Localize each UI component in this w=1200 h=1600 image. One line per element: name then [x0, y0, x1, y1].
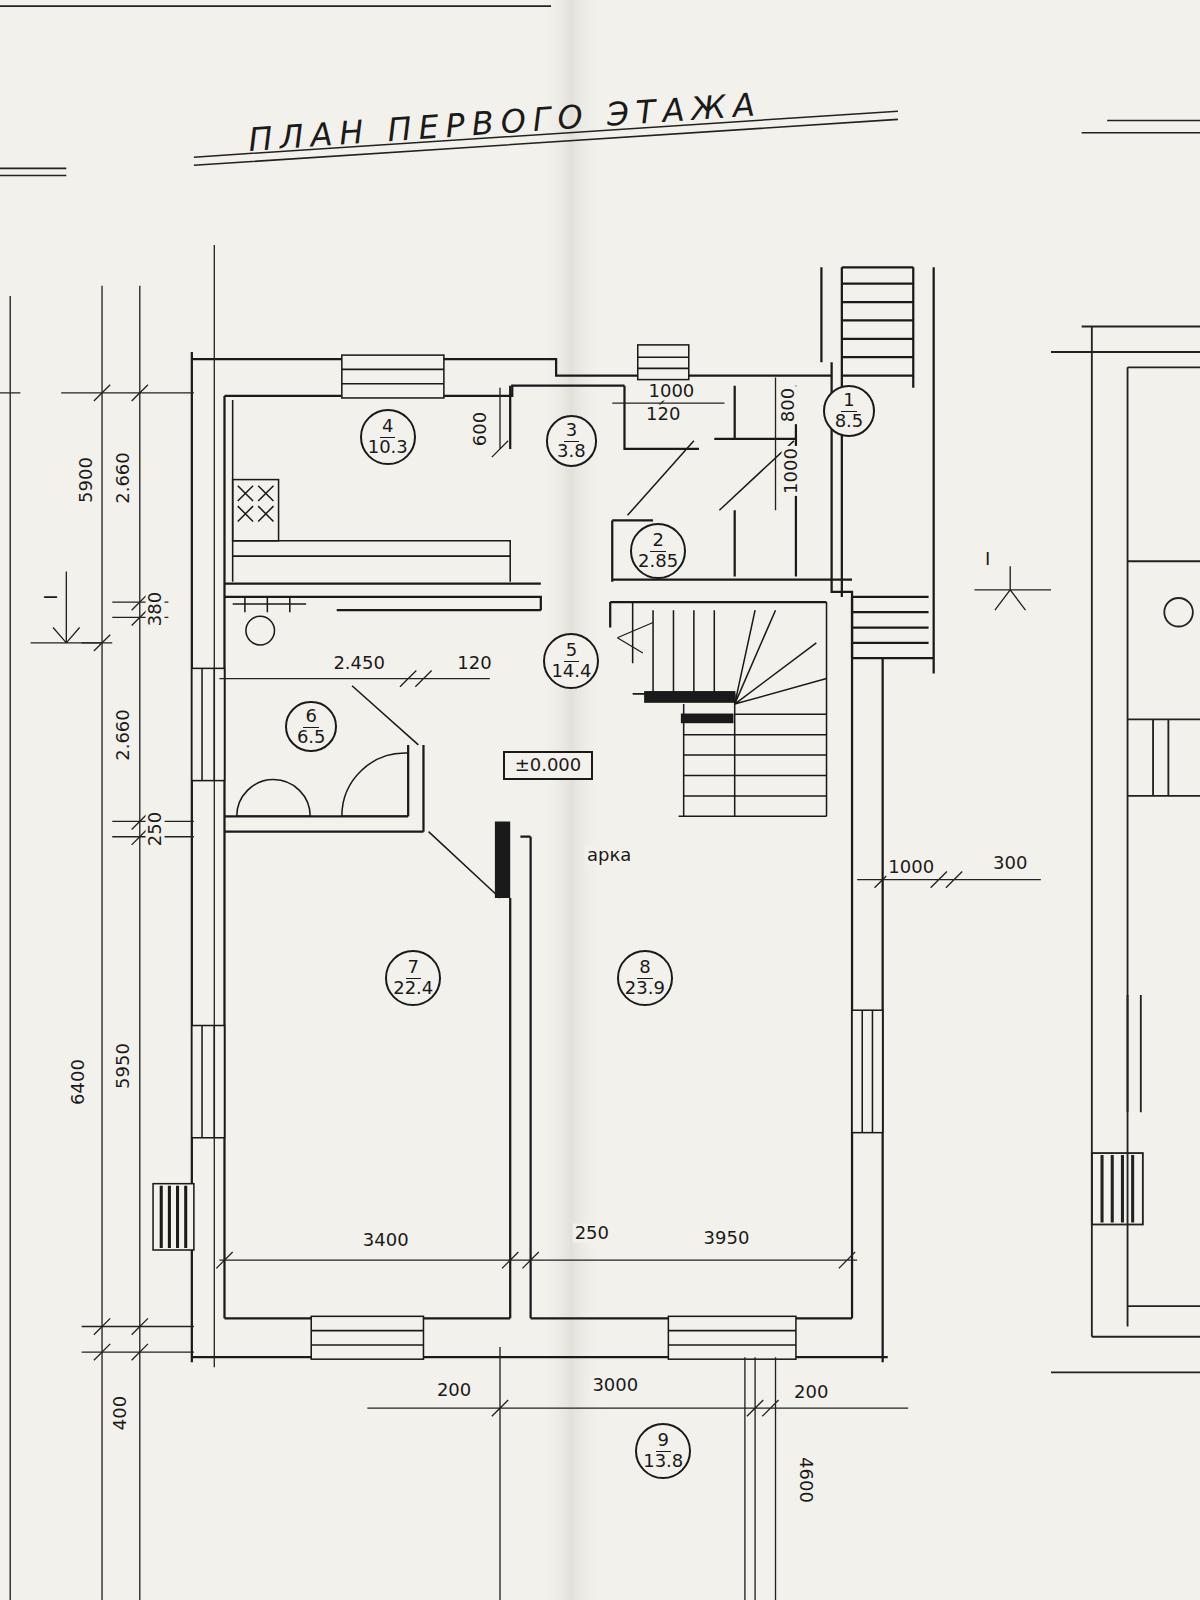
fixtures — [233, 400, 827, 898]
room-number-circle: 18.5 — [823, 385, 875, 437]
room-number-circle: 22.85 — [630, 523, 686, 579]
room-area: 23.9 — [625, 979, 665, 998]
room-area: 6.5 — [297, 728, 326, 747]
room-area: 14.4 — [551, 662, 591, 681]
plan-note: I — [42, 592, 61, 601]
room-number: 7 — [406, 958, 421, 979]
windows — [153, 345, 883, 1359]
room-number-circle: 823.9 — [617, 950, 673, 1006]
dimension-label: 4600 — [797, 1455, 816, 1505]
paper-fold — [541, 0, 602, 1600]
dimension-label: 200 — [792, 1382, 830, 1401]
dimension-label: 1000 — [781, 447, 800, 497]
room-number: 1 — [841, 391, 856, 412]
room-number: 4 — [380, 417, 395, 438]
room-number: 9 — [656, 1431, 671, 1452]
dimension-label: 800 — [778, 386, 797, 424]
room-area: 8.5 — [835, 412, 864, 431]
dimension-label: 2.450 — [331, 654, 387, 673]
room-area: 2.85 — [638, 552, 678, 571]
room-number-circle: 66.5 — [285, 701, 337, 753]
room-number: 5 — [564, 641, 579, 662]
room-number-circle: 33.8 — [546, 415, 598, 467]
dimension-label: 1000 — [886, 858, 936, 877]
room-number: 3 — [564, 421, 579, 442]
dimension-label: 250 — [146, 809, 165, 847]
dimension-label: 3950 — [702, 1228, 752, 1247]
dimension-label: 5900 — [76, 455, 95, 505]
room-area: 3.8 — [557, 442, 586, 461]
dimension-label: 400 — [111, 1394, 130, 1432]
room-number: 2 — [650, 531, 665, 552]
dimension-label: 5950 — [114, 1041, 133, 1091]
dimension-label: 6400 — [68, 1057, 87, 1107]
room-number: 8 — [637, 958, 652, 979]
dimension-label: 120 — [644, 405, 682, 424]
frame-lines — [0, 6, 1200, 175]
plan-note: арка — [585, 846, 633, 865]
plan-note: I — [983, 550, 992, 569]
dimension-label: 2.660 — [114, 450, 133, 506]
room-number-circle: 722.4 — [385, 950, 441, 1006]
walls — [192, 267, 934, 1362]
dimension-label: 380 — [146, 590, 165, 628]
room-number-circle: 410.3 — [360, 409, 416, 465]
room-number-circle: 514.4 — [543, 633, 599, 689]
wall-pillar — [495, 821, 510, 898]
dimension-label: 300 — [991, 854, 1029, 873]
room-area: 22.4 — [393, 979, 433, 998]
dimension-label: 3000 — [590, 1375, 640, 1394]
room-area: 13.8 — [643, 1452, 683, 1471]
dimension-label: 2.660 — [114, 707, 133, 763]
dimension-label: 120 — [455, 654, 493, 673]
dimension-label: 250 — [573, 1223, 611, 1242]
room-number-circle: 913.8 — [635, 1423, 691, 1479]
room-area: 10.3 — [368, 438, 408, 457]
level-mark-box: ±0.000 — [503, 751, 594, 780]
room-area: ±0.000 — [515, 756, 582, 775]
dimension-label: 1000 — [647, 381, 697, 400]
dimension-label: 600 — [470, 409, 489, 447]
next-plan-fragment — [1051, 327, 1200, 1373]
room-number: 6 — [303, 707, 318, 728]
plan-title: ПЛАН ПЕРВОГО ЭТАЖА — [247, 86, 763, 160]
dimension-label: 200 — [435, 1380, 473, 1399]
dimension-lines — [0, 245, 1051, 1600]
dimension-label: 3400 — [361, 1230, 411, 1249]
